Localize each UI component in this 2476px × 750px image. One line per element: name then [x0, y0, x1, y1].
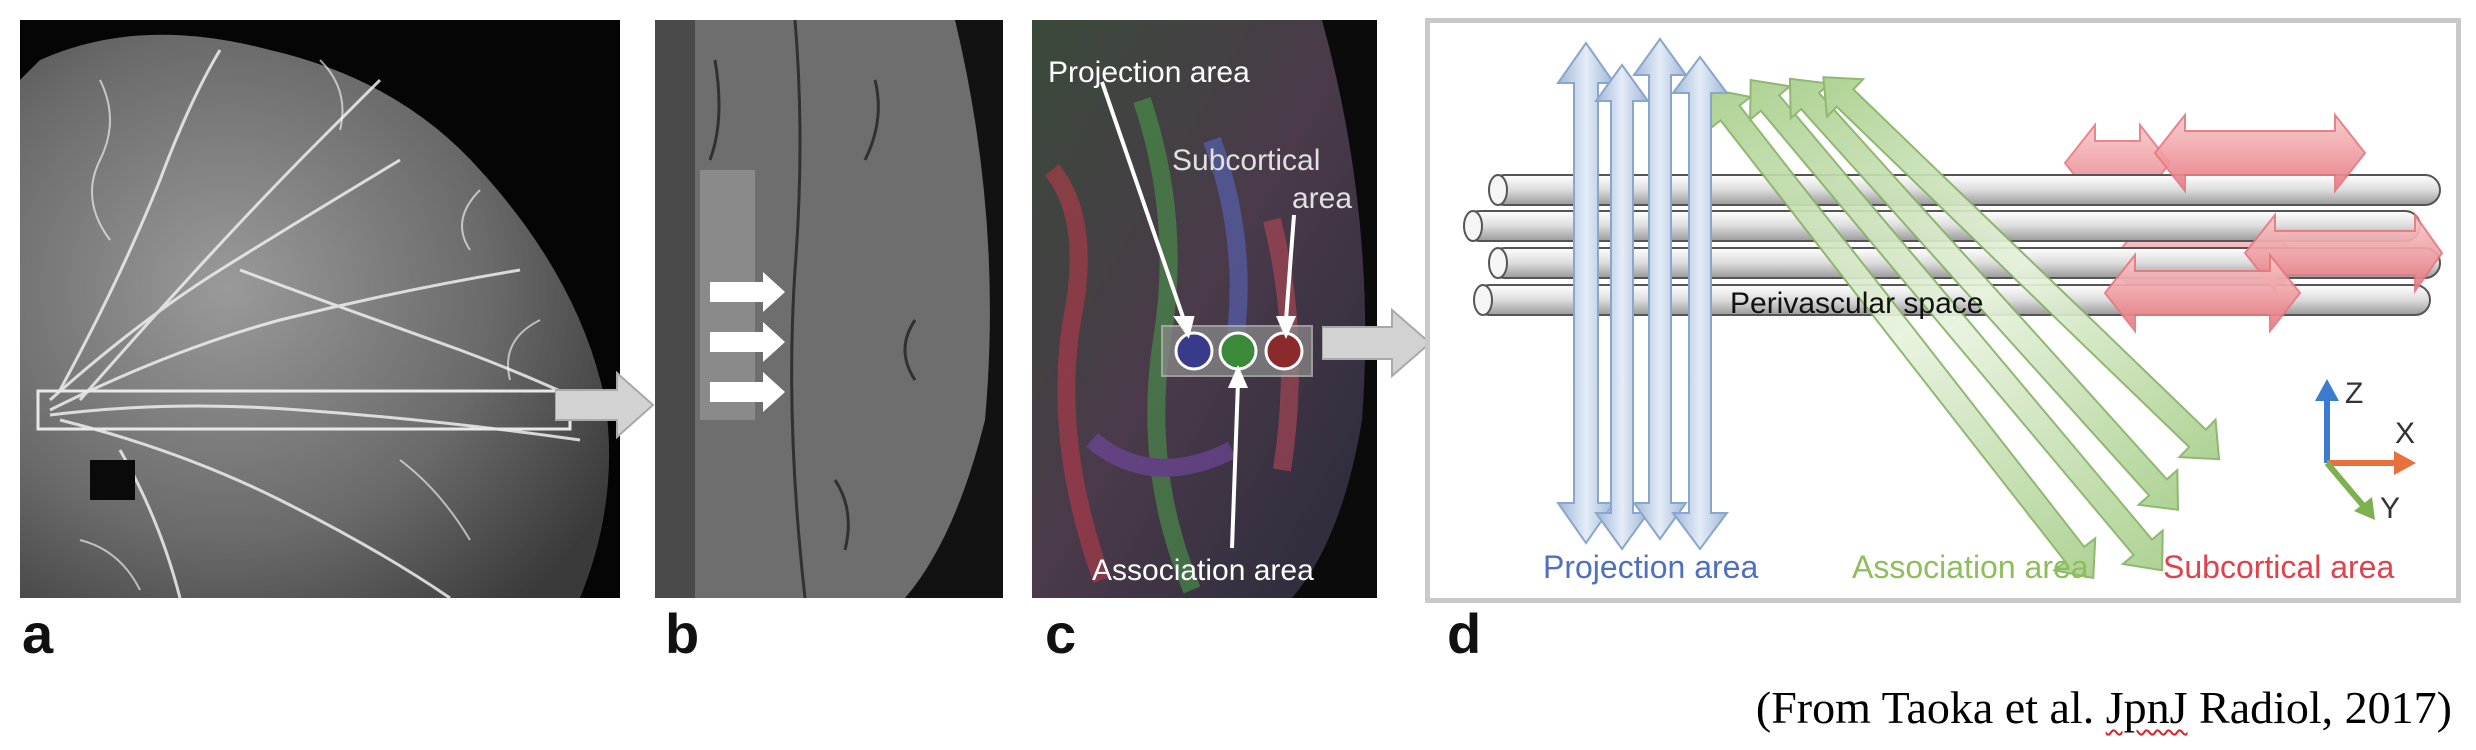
subcortical-area-label-line1: Subcortical — [1172, 144, 1320, 177]
panel-letter-b: b — [665, 602, 700, 665]
panel-b-zoomed-image — [655, 20, 1003, 598]
brain-slice-image — [20, 20, 620, 598]
panel-letter-c: c — [1045, 602, 1077, 665]
panel-d-diagram: Perivascular space Z X Y Projection area… — [1425, 18, 2461, 603]
axis-y-label: Y — [2380, 492, 2400, 525]
projection-area-label: Projection area — [1048, 56, 1250, 89]
panel-letter-d: d — [1447, 602, 1482, 665]
legend-projection-area: Projection area — [1543, 549, 1758, 585]
panel-a-brain-slice — [20, 20, 620, 598]
association-arrows — [1708, 76, 2221, 580]
citation: (From Taoka et al. JpnJ Radiol, 2017) — [1756, 685, 2452, 731]
projection-arrows — [1556, 37, 1729, 551]
citation-prefix: (From Taoka et al. — [1755, 682, 2106, 733]
axis-z-label: Z — [2345, 377, 2363, 410]
panel-c-color-map: Projection area Subcortical area Associa… — [1032, 20, 1377, 598]
flow-arrow-icon — [1322, 307, 1432, 379]
legend-subcortical-area: Subcortical area — [2163, 549, 2394, 585]
zoomed-image — [655, 20, 1003, 598]
legend-association-area: Association area — [1852, 549, 2089, 585]
subcortical-arrows-front — [2103, 112, 2444, 334]
axis-x-label: X — [2395, 417, 2415, 450]
panel-letter-a: a — [22, 602, 54, 665]
color-fiber-map: Projection area Subcortical area Associa… — [1032, 20, 1377, 598]
axis-icon: Z X Y — [2315, 377, 2416, 525]
flow-arrow-icon — [555, 370, 655, 440]
subcortical-area-label-line2: area — [1292, 182, 1352, 215]
fiber-diagram: Perivascular space Z X Y Projection area… — [1463, 37, 2444, 585]
citation-journal: JpnJ — [2105, 682, 2188, 733]
perivascular-space-label: Perivascular space — [1730, 287, 1983, 320]
association-area-label: Association area — [1092, 554, 1314, 587]
citation-suffix: Radiol, 2017) — [2187, 682, 2452, 733]
